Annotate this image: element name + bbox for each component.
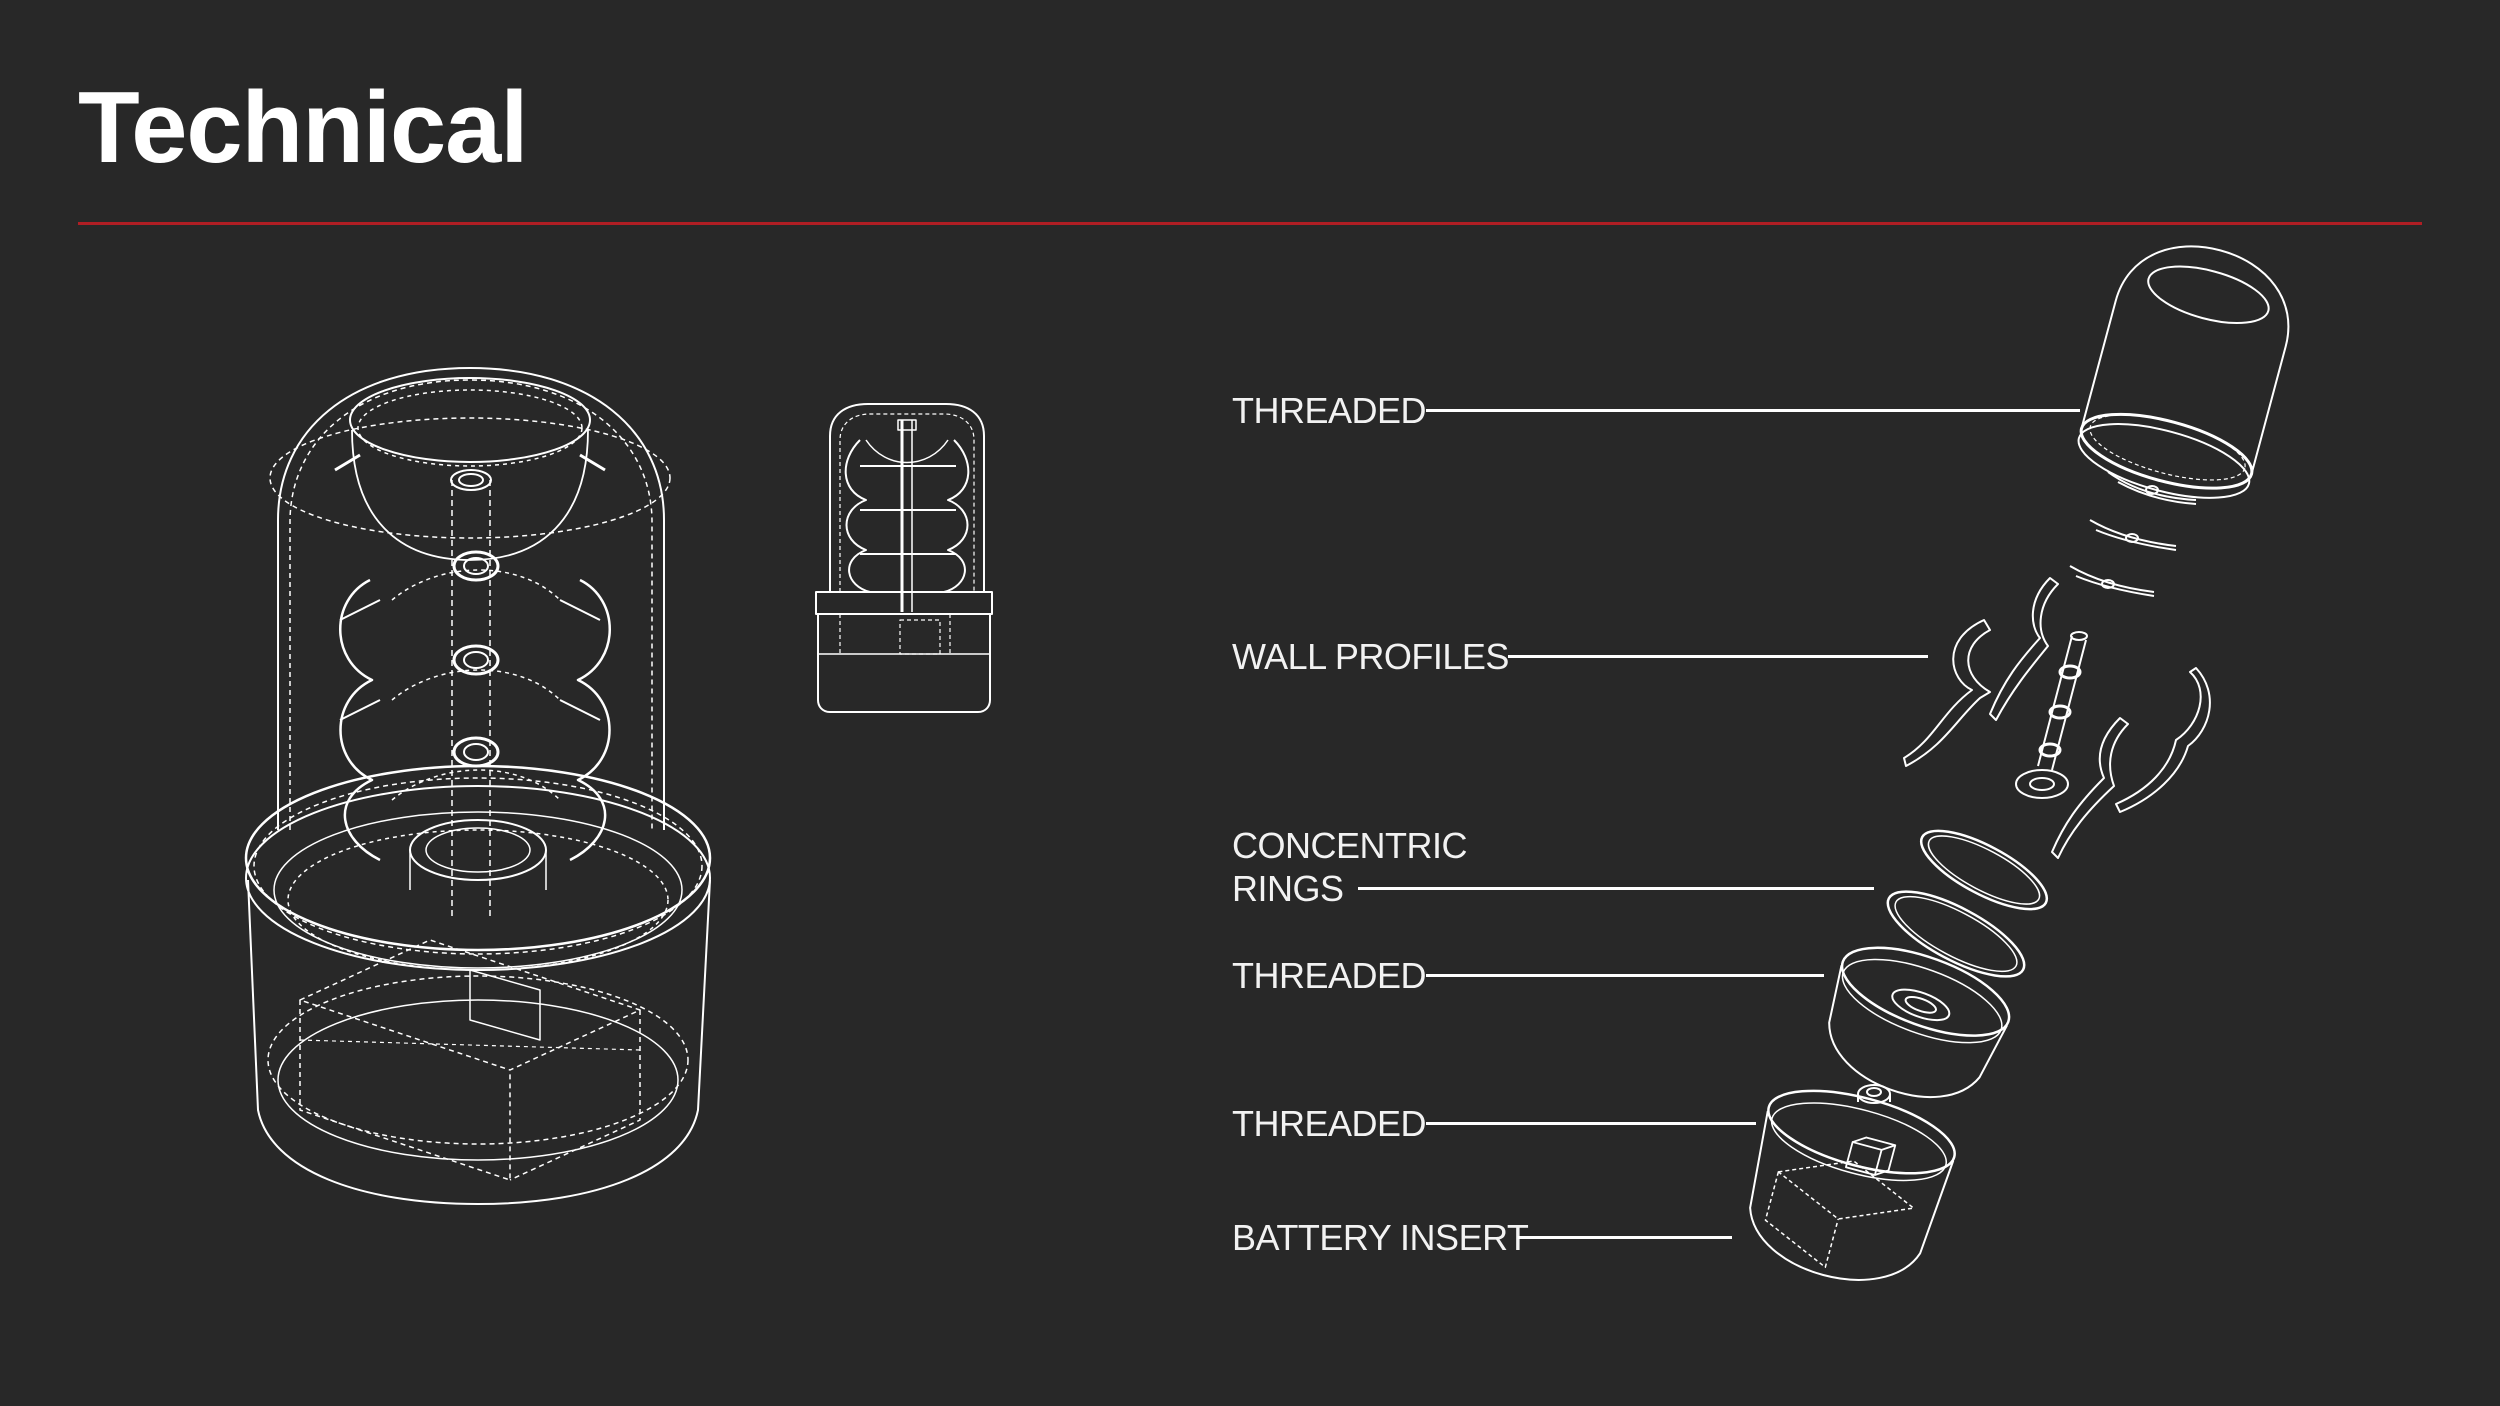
- callout-threaded-base-leader: [1426, 1122, 1756, 1125]
- exploded-threaded-cup: [1828, 946, 2011, 1098]
- exploded-rings: [1886, 829, 2049, 978]
- exploded-dome: [2077, 245, 2290, 499]
- assembled-device-wireframe: [244, 367, 712, 1205]
- callout-threaded-dome-label: THREADED: [1232, 390, 1427, 431]
- exploded-wall-profiles: [1903, 577, 2211, 859]
- callout-concentric-label-line2: RINGS: [1232, 868, 1344, 909]
- callout-threaded-cup-label: THREADED: [1232, 955, 1427, 996]
- exploded-blades: [2069, 471, 2197, 597]
- callout-threaded-cup-leader: [1426, 974, 1824, 977]
- side-view-wireframe: [815, 403, 993, 713]
- exploded-view-wireframe: [1749, 245, 2290, 1281]
- exploded-base: [1749, 1089, 1956, 1281]
- callout-wall-profiles-leader: [1508, 655, 1928, 658]
- title-rule: [78, 222, 2422, 225]
- callout-battery-insert-label: BATTERY INSERT: [1232, 1217, 1529, 1258]
- callout-concentric-leader: [1358, 887, 1874, 890]
- callout-battery-insert-leader: [1518, 1236, 1732, 1239]
- callout-wall-profiles-label: WALL PROFILES: [1232, 636, 1509, 677]
- callout-threaded-base-label: THREADED: [1232, 1103, 1427, 1144]
- exploded-nut: [1857, 1084, 1891, 1104]
- callout-concentric-label-line1: CONCENTRIC: [1232, 825, 1468, 866]
- callout-threaded-dome-leader: [1426, 409, 2080, 412]
- page-title: Technical: [78, 72, 528, 184]
- exploded-column: [2015, 631, 2088, 799]
